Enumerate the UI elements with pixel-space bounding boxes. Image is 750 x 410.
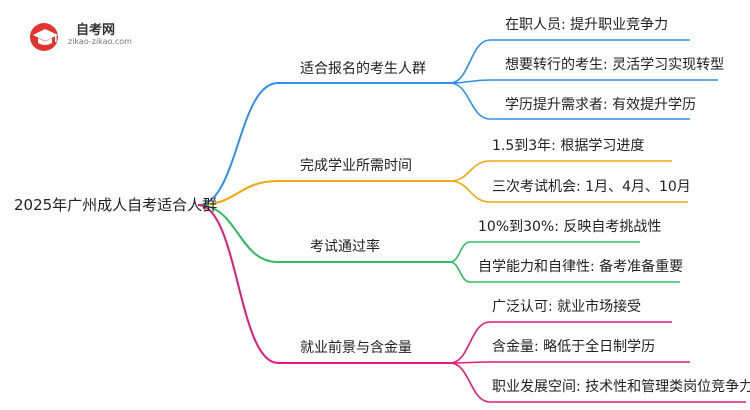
connector-b3-c2 [449,261,680,283]
leaf-2-2[interactable]: 三次考试机会: 1月、4月、10月 [492,179,691,195]
logo-url: zikao-zikao.com [68,37,132,46]
connector-b4-c3 [449,362,746,403]
branch-label-1[interactable]: 适合报名的考生人群 [300,61,426,77]
connector-b1-c1 [449,39,690,84]
connector-b4-c1 [449,321,672,364]
branch-label-4[interactable]: 就业前景与含金量 [300,340,412,356]
connector-b3-c1 [449,241,640,263]
leaf-1-2[interactable]: 想要转行的考生: 灵活学习实现转型 [505,57,725,73]
leaf-4-3[interactable]: 职业发展空间: 技术性和管理类岗位竞争力 [492,379,750,395]
root-topic[interactable]: 2025年广州成人自考适合人群 [14,196,218,214]
leaf-3-2[interactable]: 自学能力和自律性: 备考准备重要 [478,259,684,275]
branch-label-2[interactable]: 完成学业所需时间 [300,158,412,174]
connector-root-branch-2 [197,180,450,206]
branch-label-3[interactable]: 考试通过率 [310,239,380,255]
connector-b4-c2 [449,361,690,364]
graduation-cap-icon [30,23,58,51]
leaf-3-1[interactable]: 10%到30%: 反映自考挑战性 [478,219,662,235]
leaf-4-2[interactable]: 含金量: 略低于全日制学历 [492,339,656,355]
connector-root-branch-4 [197,204,450,364]
leaf-1-3[interactable]: 学历提升需求者: 有效提升学历 [505,97,697,113]
site-logo[interactable]: 自考网 zikao-zikao.com [28,18,148,54]
connector-b1-c2 [449,79,718,84]
logo-name: 自考网 [76,23,116,38]
connector-b2-c2 [449,180,688,203]
connector-b2-c1 [449,160,672,182]
leaf-1-1[interactable]: 在职人员: 提升职业竞争力 [505,17,669,33]
leaf-2-1[interactable]: 1.5到3年: 根据学习进度 [492,138,645,154]
connector-b1-c3 [449,82,690,120]
connector-root-branch-3 [197,204,450,263]
connector-root-branch-1 [197,82,450,206]
leaf-4-1[interactable]: 广泛认可: 就业市场接受 [492,299,642,315]
